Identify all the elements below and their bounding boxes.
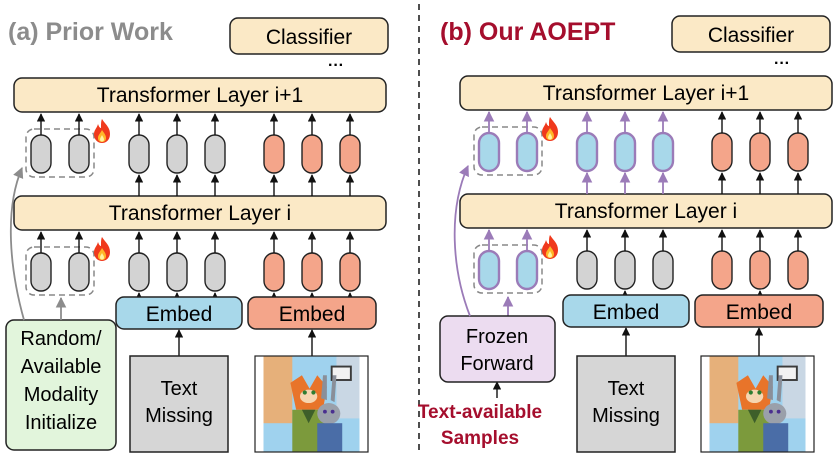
embed-image-label: Embed <box>279 303 346 326</box>
cartoon-scene-image <box>263 356 360 452</box>
transformer-layer-mid-label: Transformer Layer i <box>555 200 737 223</box>
embed-image-box <box>247 296 377 330</box>
text-missing-line1: Text <box>608 378 645 400</box>
text-token <box>652 250 674 290</box>
transformer-layer-top <box>13 77 387 113</box>
classifier-label: Classifier <box>708 24 794 47</box>
cartoon-scene-image <box>709 356 806 452</box>
prompt-group-dashed <box>473 244 543 294</box>
text-missing-line2: Missing <box>592 405 660 427</box>
lower-token-row <box>473 235 809 294</box>
frozen-forward-box <box>439 315 556 383</box>
image-token <box>749 250 771 290</box>
upper-token-row <box>473 117 809 176</box>
image-token <box>263 134 285 174</box>
text-token <box>576 250 598 290</box>
transformer-layer-mid <box>13 195 387 231</box>
frozen-arrow-upper <box>453 165 471 317</box>
panel-title: (b) Our AOEPT <box>440 18 615 46</box>
prompt-token <box>477 249 501 291</box>
fire-icon <box>94 237 110 261</box>
image-input <box>700 355 815 453</box>
transformer-layer-top <box>459 75 833 111</box>
samples-line2: Samples <box>441 428 519 449</box>
prompt-group-dashed <box>25 246 95 296</box>
text-token <box>613 131 637 173</box>
text-token <box>128 252 150 292</box>
embed-text-box <box>115 296 243 330</box>
classifier-box <box>671 15 831 53</box>
ellipsis: ··· <box>774 55 790 72</box>
text-token <box>204 252 226 292</box>
image-token <box>301 134 323 174</box>
image-input <box>254 355 369 453</box>
prompt-token <box>30 134 52 174</box>
transformer-layer-mid-label: Transformer Layer i <box>109 202 291 225</box>
text-token <box>166 134 188 174</box>
text-token <box>651 131 675 173</box>
fire-icon <box>542 235 558 259</box>
lower-token-row <box>25 237 361 296</box>
ellipsis: ··· <box>328 57 344 74</box>
image-token <box>711 250 733 290</box>
text-token <box>204 134 226 174</box>
embed-image-label: Embed <box>726 301 793 324</box>
samples-line1: Text-available <box>418 402 542 423</box>
image-token <box>787 132 809 172</box>
prompt-token <box>68 252 90 292</box>
embed-text-label: Embed <box>146 303 213 326</box>
frozen-forward-line1: Frozen <box>466 326 528 348</box>
text-token <box>166 252 188 292</box>
prompt-token <box>515 249 539 291</box>
embed-image-box <box>694 294 824 328</box>
text-token <box>614 250 636 290</box>
prompt-token <box>477 131 501 173</box>
frozen-forward-line2: Forward <box>460 353 533 375</box>
image-token <box>301 252 323 292</box>
classifier-box <box>229 17 389 55</box>
prompt-group-dashed <box>473 126 543 176</box>
text-token <box>128 134 150 174</box>
image-token <box>787 250 809 290</box>
transformer-layer-top-label: Transformer Layer i+1 <box>543 82 749 105</box>
init-line2: Available <box>21 356 102 378</box>
transformer-layer-mid <box>459 193 833 229</box>
image-token <box>339 134 361 174</box>
text-missing-line2: Missing <box>145 405 213 427</box>
purple-arrows <box>483 110 669 316</box>
text-missing-box <box>129 355 229 453</box>
image-token <box>339 252 361 292</box>
black-arrows <box>492 111 803 398</box>
text-token <box>575 131 599 173</box>
image-token <box>749 132 771 172</box>
init-line1: Random/ <box>20 328 102 350</box>
panel-prior-work: (a) Prior Work Classifier ··· Transforme… <box>5 17 389 453</box>
text-missing-box <box>576 355 676 453</box>
panel-title: (a) Prior Work <box>8 18 173 46</box>
embed-text-label: Embed <box>593 301 660 324</box>
embed-text-box <box>562 294 690 328</box>
fire-icon <box>542 117 558 141</box>
prompt-token <box>30 252 52 292</box>
transformer-layer-top-label: Transformer Layer i+1 <box>97 84 303 107</box>
upper-token-row <box>25 119 361 178</box>
fire-icon <box>94 119 110 143</box>
init-line4: Initialize <box>25 412 97 434</box>
init-line3: Modality <box>24 384 98 406</box>
panel-our-aoept: (b) Our AOEPT Classifier ··· Transformer… <box>418 15 833 453</box>
prompt-token <box>68 134 90 174</box>
prompt-group-dashed <box>25 128 95 178</box>
prompt-token <box>515 131 539 173</box>
classifier-label: Classifier <box>266 26 352 49</box>
text-missing-line1: Text <box>161 378 198 400</box>
image-token <box>263 252 285 292</box>
init-arrow-upper <box>9 167 25 321</box>
image-token <box>711 132 733 172</box>
